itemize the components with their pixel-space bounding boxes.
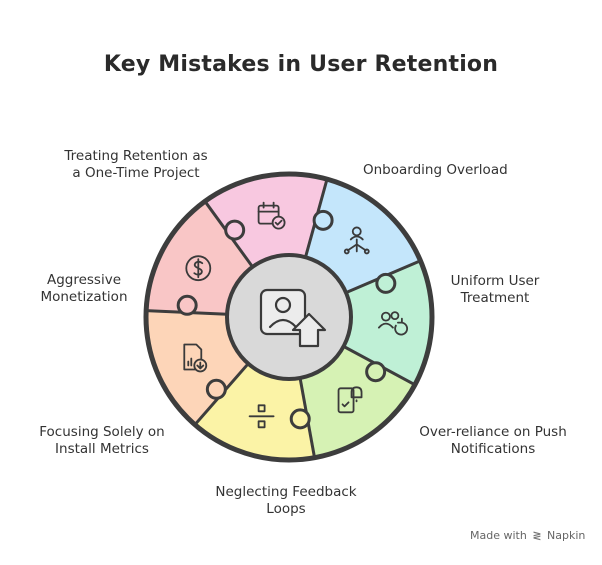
label-onboarding-overload: Onboarding Overload [363, 162, 508, 178]
segment-4 [300, 346, 415, 458]
puzzle-knob [289, 408, 311, 430]
made-with-napkin: Made with ≷ Napkin [470, 529, 586, 542]
puzzle-knob [312, 209, 334, 231]
user-network-icon [343, 226, 370, 255]
user-upload-icon [259, 288, 327, 348]
puzzle-knob [365, 361, 387, 383]
page-title: Key Mistakes in User Retention [103, 52, 499, 77]
divide-icon [248, 404, 275, 429]
napkin-logo-icon: ≷ [532, 529, 542, 542]
dollar-coin-icon [185, 255, 212, 282]
segment-7 [146, 201, 253, 315]
segment-5 [194, 363, 315, 460]
phone-bell-icon [337, 386, 363, 414]
document-download-icon [183, 343, 208, 373]
outer-ring [143, 171, 435, 463]
puzzle-knob [224, 219, 246, 241]
segment-2 [305, 179, 421, 293]
puzzle-knob [375, 272, 397, 294]
calendar-check-icon [257, 201, 286, 230]
puzzle-knob [176, 294, 198, 316]
puzzle-knob [205, 378, 227, 400]
segment-3 [343, 260, 432, 385]
users-refresh-icon [377, 311, 408, 336]
segment-1 [204, 174, 328, 267]
